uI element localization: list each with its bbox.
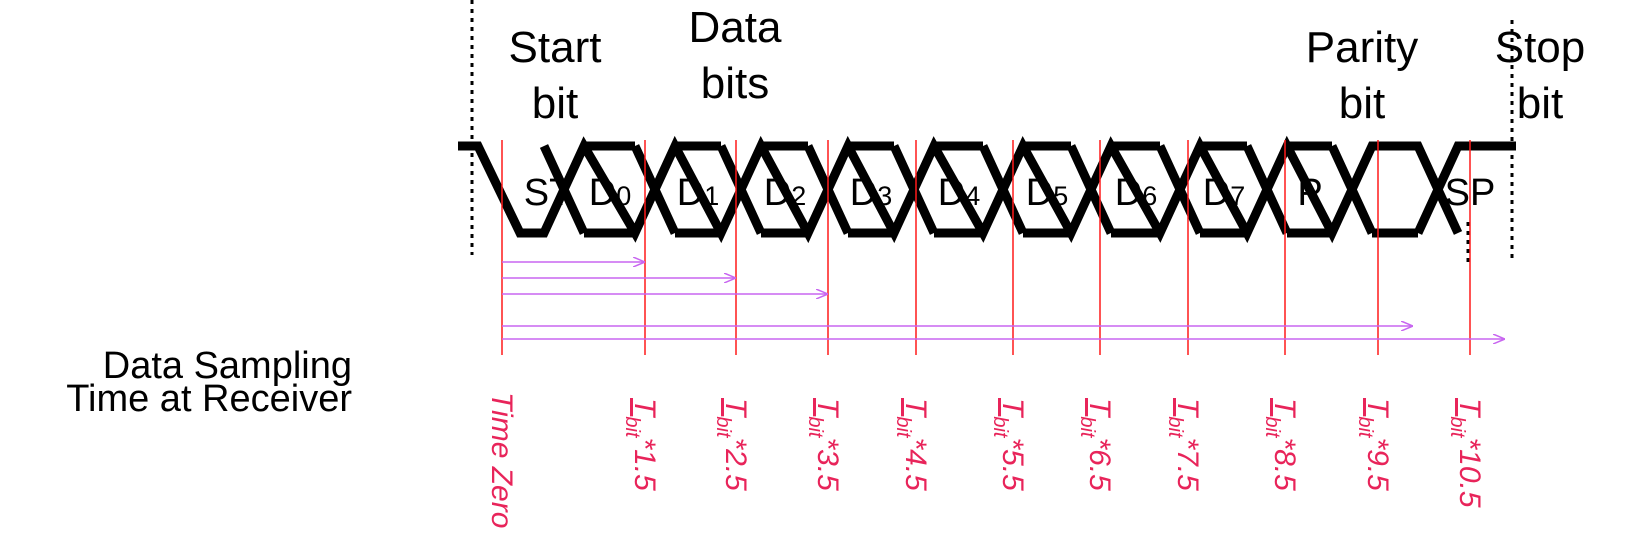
sample-time-label: Tbit*2.5 [712, 398, 752, 491]
bit-cell-label: ST [524, 172, 573, 214]
stop-bit-label-line2: bit [1517, 79, 1563, 128]
sample-time-label: Tbit*9.5 [1354, 398, 1394, 491]
bit-cell-label: D0 [589, 172, 631, 214]
sample-time-label: Tbit*10.5 [1446, 398, 1486, 508]
sample-time-label: Tbit*4.5 [892, 398, 932, 491]
sample-time-label: Tbit*1.5 [621, 398, 661, 491]
sample-time-label: Tbit*3.5 [804, 398, 844, 491]
parity-bit-label-line2: bit [1339, 79, 1385, 128]
data-bits-label-line2: bits [701, 59, 769, 108]
data-bits-label-line1: Data [689, 3, 782, 52]
bit-cell-label: P [1297, 172, 1322, 214]
side-label-line2: Time at Receiver [66, 378, 352, 420]
waveform-lower [539, 141, 1516, 238]
bit-cell-label: D7 [1203, 172, 1245, 214]
start-bit-label-line1: Start [509, 23, 602, 72]
bit-cell-label: D1 [677, 172, 719, 214]
side-label-line1: Data Sampling [102, 345, 352, 387]
sample-time-label: Tbit*5.5 [989, 398, 1029, 491]
bit-cell-label: D5 [1026, 172, 1068, 214]
bit-cell-label: D4 [938, 172, 980, 214]
time-zero-label: Time Zero [485, 392, 518, 528]
signal-waveform [458, 135, 1516, 244]
sample-time-labels: Time Zero Tbit*1.5 Tbit*2.5 Tbit*3.5 Tbit*4.… [485, 392, 1486, 528]
sample-time-label: Tbit*8.5 [1261, 398, 1301, 491]
bit-cell-label: D3 [850, 172, 892, 214]
sample-time-label: Tbit*6.5 [1076, 398, 1116, 491]
bit-cell-label: D2 [764, 172, 806, 214]
start-bit-label-line2: bit [532, 79, 578, 128]
bit-cell-label: D6 [1115, 172, 1157, 214]
sampling-marks [501, 140, 1505, 355]
stop-bit-label-line1: Stop [1495, 23, 1586, 72]
parity-bit-label-line1: Parity [1306, 23, 1418, 72]
sample-time-label: Tbit*7.5 [1164, 398, 1204, 491]
